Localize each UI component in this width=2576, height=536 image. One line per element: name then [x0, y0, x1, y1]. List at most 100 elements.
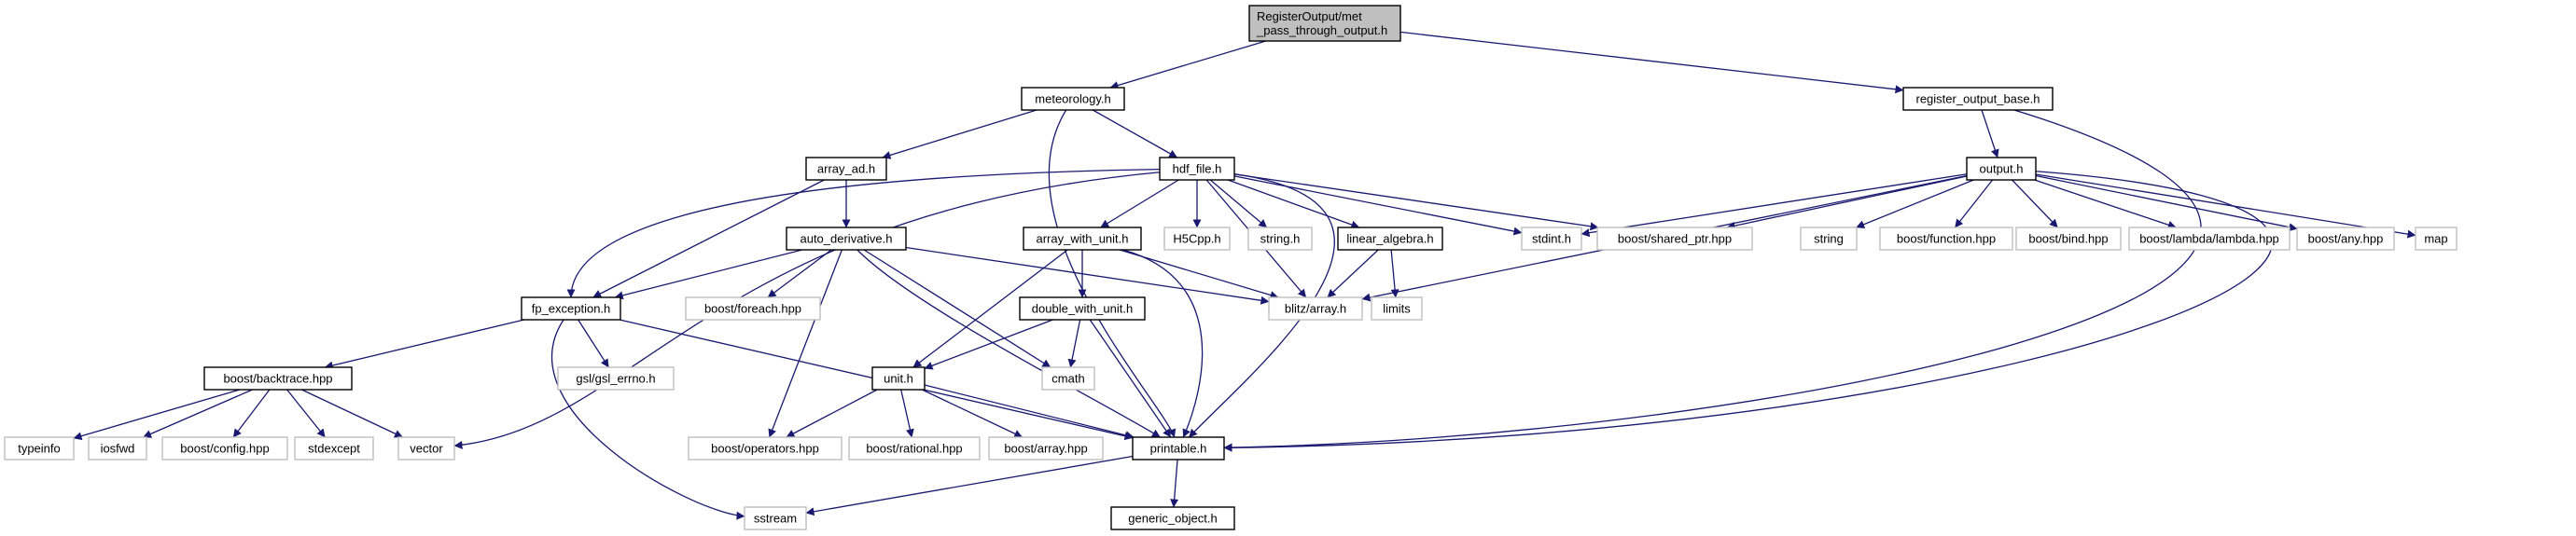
- node-cmath: cmath: [1041, 366, 1095, 391]
- edge-path: [1122, 249, 1204, 438]
- node-label: generic_object.h: [1128, 512, 1217, 526]
- edge-line: [1390, 249, 1399, 298]
- node-output-h[interactable]: output.h: [1966, 157, 2037, 181]
- node-label-line: string.h: [1260, 232, 1301, 246]
- edge-output-h-to-stdint-h: [1580, 173, 1968, 238]
- edge-line: [286, 389, 326, 438]
- node-auto-derivative-h[interactable]: auto_derivative.h: [786, 227, 907, 251]
- node-meteorology-h[interactable]: meteorology.h: [1021, 87, 1125, 111]
- node-label-line: hdf_file.h: [1173, 162, 1222, 176]
- edge-path: [566, 168, 1161, 298]
- node-label: boost/function.hpp: [1897, 232, 1996, 246]
- edge-line: [1233, 175, 1523, 236]
- node-linear-algebra-h[interactable]: linear_algebra.h: [1337, 227, 1443, 251]
- edge-line: [1089, 319, 1172, 438]
- edge-hdf-file-h-to-shared-ptr-hpp: [1233, 173, 1599, 231]
- node-register-output-base-h[interactable]: register_output_base.h: [1902, 87, 2054, 111]
- node-label-line: linear_algebra.h: [1346, 232, 1433, 246]
- node-unit-h[interactable]: unit.h: [871, 366, 926, 391]
- node-box: [1800, 227, 1858, 251]
- node-any-hpp: boost/any.hpp: [2296, 227, 2395, 251]
- node-label: stdint.h: [1532, 232, 1571, 246]
- node-hdf-file-h[interactable]: hdf_file.h: [1159, 157, 1235, 181]
- edge-path: [1223, 109, 2202, 452]
- node-label: hdf_file.h: [1173, 162, 1222, 176]
- edge-output-h-to-any-hpp: [2035, 174, 2298, 232]
- node-double-with-unit-h[interactable]: double_with_unit.h: [1019, 296, 1146, 321]
- edge-unit-h-to-rational-hpp: [900, 389, 914, 438]
- nodes-layer: RegisterOutput/met_pass_through_output.h…: [4, 5, 2458, 530]
- node-box: [88, 436, 147, 460]
- node-label-line: boost/function.hpp: [1897, 232, 1996, 246]
- edge-line: [578, 319, 609, 368]
- node-label-line: boost/any.hpp: [2308, 232, 2384, 246]
- node-box: [1132, 436, 1225, 460]
- node-lambda-hpp: boost/lambda/lambda.hpp: [2128, 227, 2291, 251]
- edge-line: [1227, 179, 1360, 229]
- edge-array-ad-h-to-fp-exception-h: [592, 179, 825, 298]
- node-box: [1902, 87, 2054, 111]
- node-h5cpp-h: H5Cpp.h: [1163, 227, 1231, 251]
- node-sstream: sstream: [744, 506, 807, 530]
- node-foreach-hpp: boost/foreach.hpp: [685, 296, 821, 321]
- node-label: boost/array.hpp: [1004, 442, 1087, 456]
- edge-register-output-base-h-to-printable-h: [1223, 109, 2202, 452]
- node-box: [1021, 87, 1125, 111]
- edge-line: [767, 249, 832, 298]
- edge-output-h-to-printable-h: [1223, 171, 2273, 452]
- edge-fp-exception-h-to-gsl-errno-h: [578, 319, 609, 368]
- node-vector: vector: [397, 436, 455, 460]
- node-box: [685, 296, 821, 321]
- edge-backtrace-hpp-to-iosfwd: [143, 389, 253, 438]
- node-box: [744, 506, 807, 530]
- node-limits: limits: [1371, 296, 1423, 321]
- edge-line: [1233, 173, 1599, 231]
- edge-line: [1092, 109, 1178, 158]
- edge-line: [912, 249, 1068, 368]
- edge-line: [2035, 173, 2416, 239]
- edge-output-h-to-string: [1856, 179, 1974, 228]
- node-box: [521, 296, 621, 321]
- node-label: iosfwd: [101, 442, 135, 456]
- node-box: [1966, 157, 2037, 181]
- node-box: [2128, 227, 2291, 251]
- node-map: map: [2415, 227, 2458, 251]
- edge-double-with-unit-h-to-cmath: [1067, 319, 1081, 368]
- edge-line: [1580, 173, 1968, 238]
- node-backtrace-hpp[interactable]: boost/backtrace.hpp: [203, 366, 353, 391]
- edge-line: [882, 109, 1037, 159]
- edge-line: [805, 455, 1134, 516]
- edge-unit-h-to-array-hpp: [922, 389, 1023, 438]
- node-label: boost/lambda/lambda.hpp: [2139, 232, 2279, 246]
- node-array-ad-h[interactable]: array_ad.h: [805, 157, 887, 181]
- node-label-line: register_output_base.h: [1916, 92, 2040, 106]
- node-printable-h[interactable]: printable.h: [1132, 436, 1225, 460]
- node-array-with-unit-h[interactable]: array_with_unit.h: [1023, 227, 1142, 251]
- edge-line: [614, 249, 802, 300]
- node-array-hpp: boost/array.hpp: [988, 436, 1104, 460]
- edge-output-h-to-shared-ptr-hpp: [1726, 175, 1968, 230]
- node-box: [988, 436, 1104, 460]
- edge-line: [900, 389, 914, 438]
- edge-hdf-file-h-to-array-with-unit-h: [1100, 179, 1179, 228]
- node-generic-object-h[interactable]: generic_object.h: [1110, 506, 1235, 530]
- edge-output-h-to-function-hpp: [1954, 179, 1994, 228]
- node-box: [1247, 227, 1313, 251]
- node-label-line: boost/config.hpp: [180, 442, 269, 456]
- node-label: fp_exception.h: [532, 302, 611, 316]
- node-label-line: boost/backtrace.hpp: [223, 372, 332, 386]
- edge-line: [2012, 179, 2058, 228]
- node-label-line: boost/operators.hpp: [711, 442, 819, 456]
- node-label: output.h: [1980, 162, 2024, 176]
- node-bind-hpp: boost/bind.hpp: [2015, 227, 2122, 251]
- node-box: [4, 436, 75, 460]
- node-fp-exception-h[interactable]: fp_exception.h: [521, 296, 621, 321]
- node-stdexcept: stdexcept: [294, 436, 374, 460]
- node-box: [2296, 227, 2395, 251]
- node-box: [203, 366, 353, 391]
- node-box: [1019, 296, 1146, 321]
- edge-auto-derivative-h-to-operators-hpp: [768, 249, 842, 438]
- node-label: array_ad.h: [817, 162, 875, 176]
- node-root[interactable]: RegisterOutput/met_pass_through_output.h: [1248, 5, 1401, 42]
